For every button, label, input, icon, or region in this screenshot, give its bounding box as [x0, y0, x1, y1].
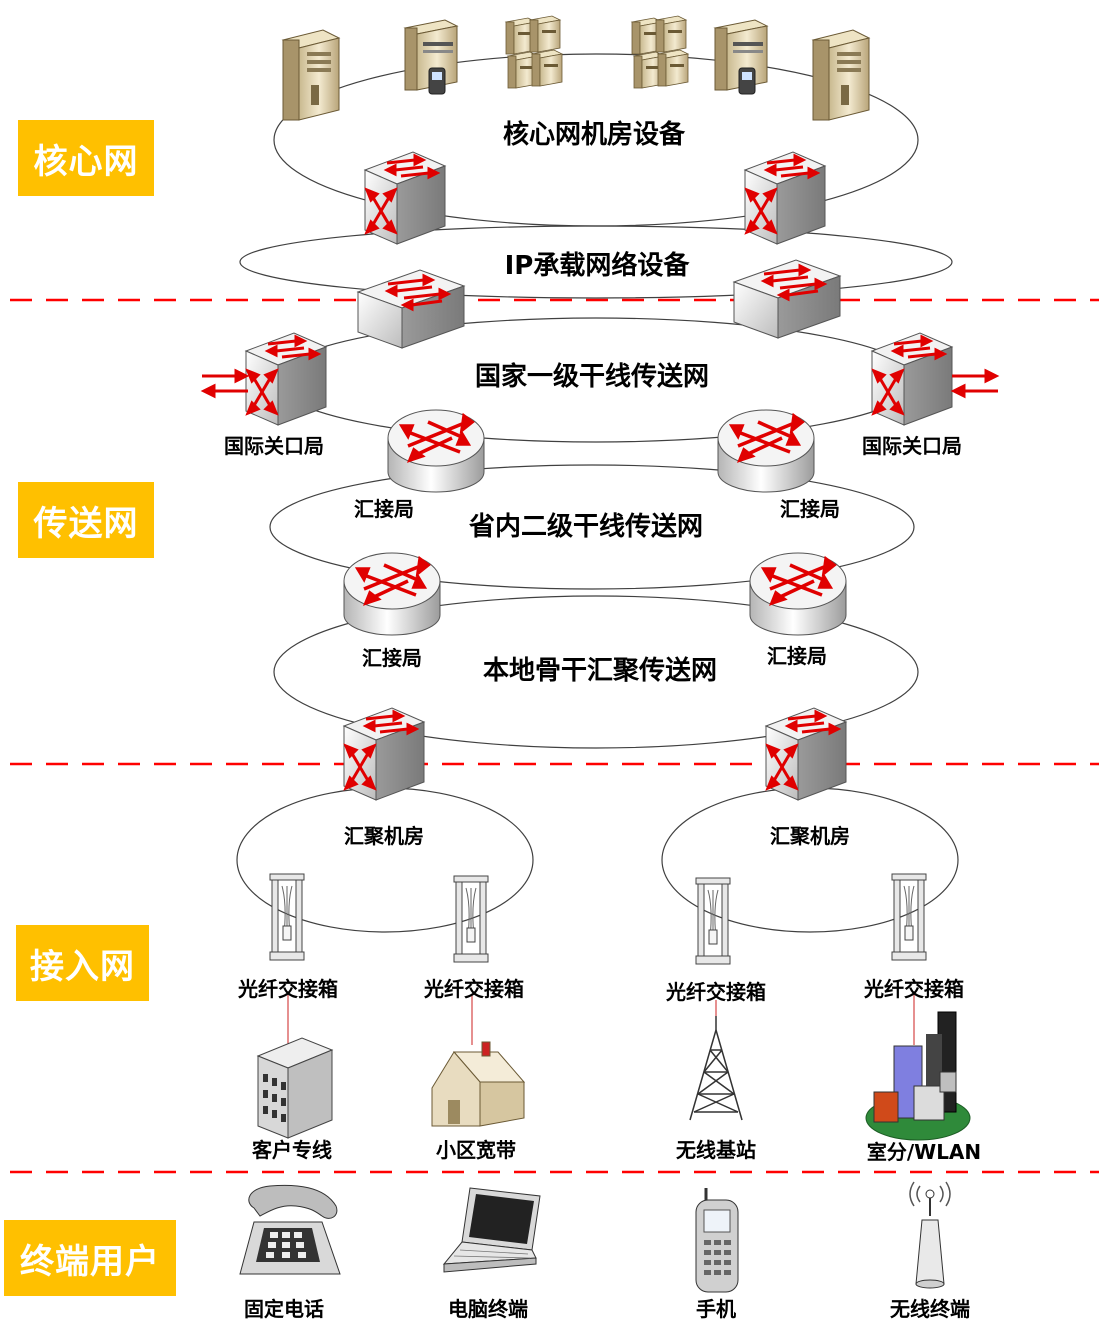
- label-fiber-box-4: 光纤交接箱: [863, 977, 964, 1001]
- server-phone-icon: [404, 19, 458, 95]
- agg-switch-right-icon: [764, 706, 848, 802]
- ring-access-left: [236, 787, 534, 933]
- server-stack-icon: [505, 15, 563, 89]
- ring-label-provincial: 省内二级干线传送网: [468, 511, 703, 542]
- label-tandem-2: 汇接局: [780, 497, 840, 521]
- label-enterprise-line: 客户专线: [251, 1138, 332, 1162]
- router-tandem-3-icon: [342, 551, 442, 637]
- server-stack-icon: [631, 15, 689, 89]
- label-wireless-terminal: 无线终端: [890, 1297, 970, 1321]
- server-phone-icon: [714, 19, 768, 95]
- ip-switch-left-icon: [356, 268, 466, 350]
- label-pc: 电脑终端: [448, 1297, 528, 1321]
- office-building-icon: [256, 1037, 334, 1139]
- label-community-broadband: 小区宽带: [436, 1138, 516, 1162]
- ring-ip-bearer: [239, 225, 953, 299]
- house-icon: [431, 1041, 526, 1127]
- label-fiber-box-3: 光纤交接箱: [665, 980, 766, 1004]
- ring-label-national: 国家一级干线传送网: [475, 361, 709, 392]
- mobile-phone-icon: [695, 1188, 739, 1293]
- ring-local: [273, 595, 919, 749]
- router-tandem-2-icon: [716, 408, 816, 494]
- layer-transport-label: 传送网: [18, 482, 154, 558]
- laptop-icon: [442, 1187, 541, 1273]
- fiber-box-4-icon: [891, 873, 927, 961]
- router-tandem-1-icon: [386, 408, 486, 494]
- city-buildings-icon: [865, 1011, 971, 1141]
- label-fiber-box-2: 光纤交接箱: [423, 977, 524, 1001]
- intl-gateway-right-icon: [870, 331, 954, 427]
- label-fiber-box-1: 光纤交接箱: [237, 977, 338, 1001]
- layer-terminal-label: 终端用户: [4, 1220, 176, 1296]
- core-switch-left-icon: [363, 150, 447, 246]
- label-tandem-3: 汇接局: [362, 646, 422, 670]
- fiber-box-2-icon: [453, 875, 489, 963]
- router-tandem-4-icon: [748, 551, 848, 637]
- ring-access-right: [661, 787, 959, 933]
- label-mobile: 手机: [696, 1297, 736, 1321]
- label-agg-room-right: 汇聚机房: [770, 824, 850, 848]
- label-fixed-phone: 固定电话: [244, 1297, 324, 1321]
- label-indoor-wlan: 室分/WLAN: [867, 1140, 981, 1164]
- ring-provincial: [269, 464, 915, 590]
- ip-switch-right-icon: [732, 258, 842, 340]
- telephone-icon: [239, 1184, 341, 1275]
- label-agg-room-left: 汇聚机房: [344, 824, 424, 848]
- intl-gateway-left-icon: [244, 331, 328, 427]
- label-wireless-bs: 无线基站: [676, 1138, 756, 1162]
- fiber-box-1-icon: [269, 873, 305, 961]
- layer-access-label: 接入网: [16, 925, 149, 1001]
- ring-label-ip-bearer: IP承载网络设备: [505, 250, 691, 281]
- wireless-antenna-icon: [909, 1181, 951, 1289]
- cell-tower-icon: [689, 1016, 743, 1121]
- label-tandem-1: 汇接局: [354, 497, 414, 521]
- label-tandem-4: 汇接局: [767, 644, 827, 668]
- layer-core-label: 核心网: [18, 120, 154, 196]
- server-icon: [812, 29, 870, 121]
- label-intl-gateway-right: 国际关口局: [862, 434, 962, 458]
- agg-switch-left-icon: [342, 706, 426, 802]
- server-icon: [282, 29, 340, 121]
- fiber-box-3-icon: [695, 877, 731, 965]
- core-switch-right-icon: [743, 150, 827, 246]
- ring-label-core-room: 核心网机房设备: [503, 119, 686, 150]
- label-intl-gateway-left: 国际关口局: [224, 434, 324, 458]
- ring-label-local: 本地骨干汇聚传送网: [483, 656, 717, 686]
